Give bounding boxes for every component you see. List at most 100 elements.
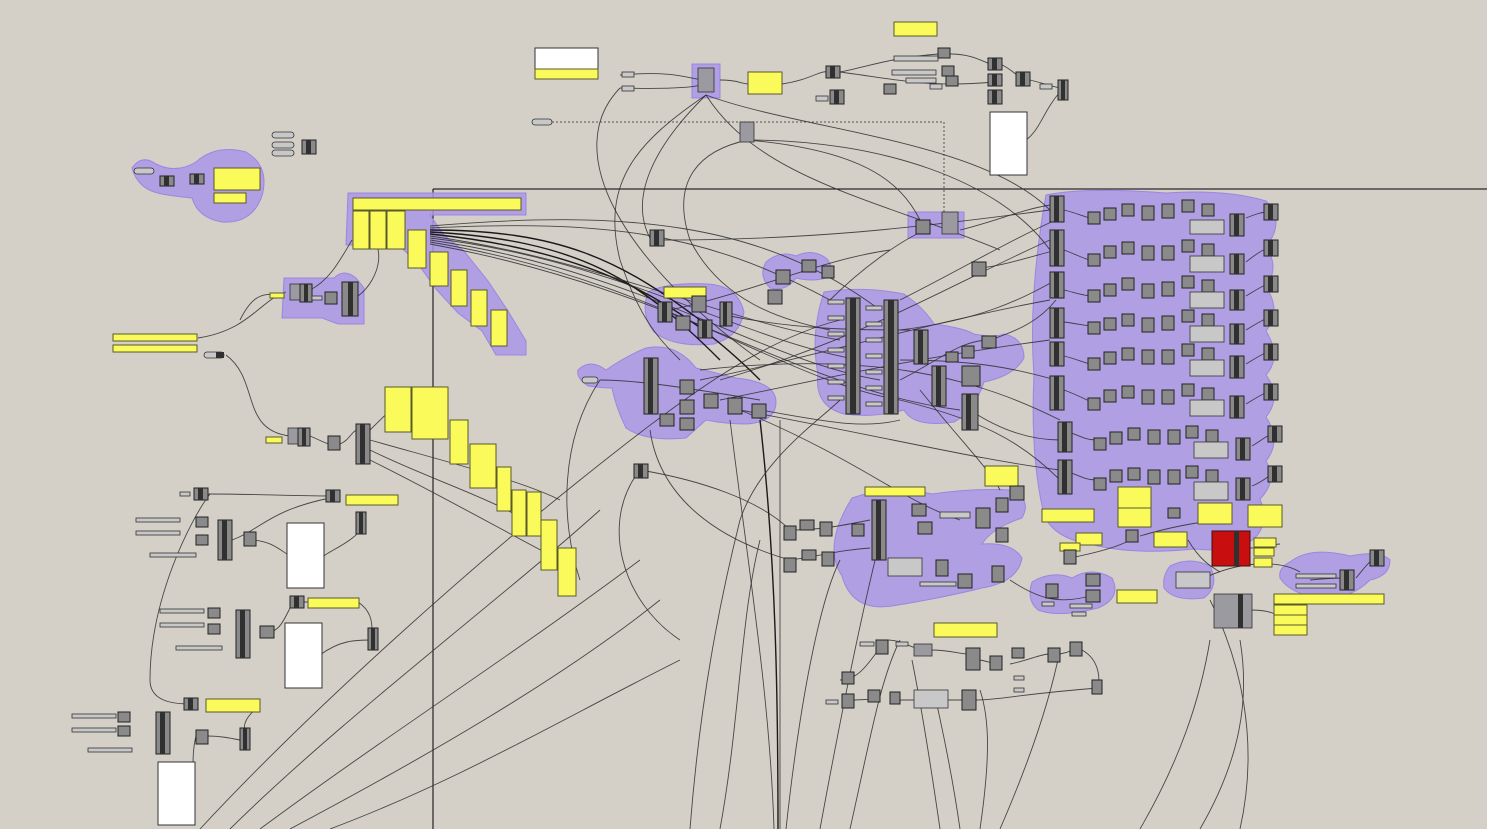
panel-node[interactable]	[470, 289, 488, 327]
component-node[interactable]	[875, 639, 889, 655]
comp-core-shape[interactable]	[1238, 594, 1243, 628]
panel-node[interactable]	[429, 251, 449, 287]
component-node[interactable]	[727, 397, 743, 415]
component-node[interactable]	[851, 523, 865, 537]
panel-node[interactable]	[407, 229, 427, 269]
panel-node[interactable]	[1153, 531, 1188, 548]
panel-node[interactable]	[411, 386, 449, 440]
slider-node[interactable]	[135, 530, 181, 536]
component-node[interactable]	[679, 417, 695, 431]
component-node[interactable]	[117, 711, 131, 723]
panel-node[interactable]	[449, 419, 469, 465]
comp-core-shape[interactable]	[654, 230, 659, 246]
panel-node[interactable]	[1041, 508, 1095, 523]
comp-shape[interactable]	[1103, 245, 1117, 259]
comp-core-shape[interactable]	[936, 366, 941, 406]
comp-core-shape[interactable]	[1240, 478, 1245, 500]
panel-node[interactable]	[1116, 589, 1158, 604]
matrix-row[interactable]	[1093, 465, 1283, 501]
slider-node[interactable]	[827, 315, 845, 321]
slider-node[interactable]	[939, 511, 971, 519]
component-node[interactable]	[195, 729, 209, 745]
right-matrix[interactable]	[1049, 195, 1283, 501]
slider-node[interactable]	[1069, 603, 1093, 609]
comp-core-shape[interactable]	[1240, 438, 1245, 460]
comp-shape[interactable]	[1201, 203, 1215, 217]
comp-shape[interactable]	[1141, 349, 1155, 365]
comp-shape[interactable]	[1087, 289, 1101, 303]
slider-node[interactable]	[71, 727, 117, 733]
left-lower-cluster[interactable]	[265, 386, 577, 597]
comp-core-shape[interactable]	[330, 490, 335, 502]
component-node[interactable]	[945, 351, 959, 363]
component-node[interactable]	[767, 289, 783, 305]
comp-core-shape[interactable]	[294, 596, 299, 608]
component-node[interactable]	[1011, 647, 1025, 659]
comp-core-shape[interactable]	[1344, 570, 1349, 590]
comp-shape[interactable]	[1185, 425, 1199, 439]
slider-node[interactable]	[271, 131, 295, 139]
slider-node[interactable]	[621, 71, 635, 78]
slider-node[interactable]	[1039, 83, 1053, 90]
comp-shape[interactable]	[1167, 429, 1181, 445]
component-node[interactable]	[821, 551, 835, 567]
comp-shape[interactable]	[1181, 309, 1195, 323]
panel-node[interactable]	[1273, 624, 1308, 636]
component-node[interactable]	[703, 393, 719, 409]
panel-node[interactable]	[747, 71, 783, 95]
slider-shape[interactable]	[1189, 291, 1225, 309]
panel-node[interactable]	[1253, 537, 1277, 548]
comp-shape[interactable]	[1103, 351, 1117, 365]
slider-shape[interactable]	[1189, 359, 1225, 377]
comp-core-shape[interactable]	[302, 428, 306, 446]
slider-node[interactable]	[271, 149, 295, 157]
comp-core-shape[interactable]	[1062, 460, 1067, 494]
component-node[interactable]	[821, 265, 835, 279]
comp-shape[interactable]	[1103, 207, 1117, 221]
slider-node[interactable]	[827, 299, 845, 305]
comp-core-shape[interactable]	[992, 58, 997, 70]
comp-core-shape[interactable]	[888, 300, 894, 414]
panel-node-white[interactable]	[534, 47, 599, 71]
panel-node[interactable]	[511, 489, 527, 537]
panel-node[interactable]	[1253, 547, 1275, 557]
component-node[interactable]	[883, 83, 897, 95]
comp-core-shape[interactable]	[1054, 342, 1059, 366]
comp-core-shape[interactable]	[876, 500, 881, 560]
slider-node[interactable]	[71, 713, 117, 719]
comp-core-shape[interactable]	[1062, 422, 1067, 452]
panel-node[interactable]	[352, 197, 522, 211]
comp-shape[interactable]	[1087, 321, 1101, 335]
comp-core-shape[interactable]	[648, 358, 653, 414]
comp-core-shape[interactable]	[966, 394, 971, 430]
comp-core-shape[interactable]	[702, 320, 707, 338]
component-node[interactable]	[207, 623, 221, 635]
slider-node[interactable]	[827, 363, 845, 369]
component-node[interactable]	[1167, 507, 1181, 519]
slider-node[interactable]	[175, 645, 223, 651]
component-node[interactable]	[935, 559, 949, 577]
panel-node[interactable]	[1273, 593, 1385, 605]
comp-core-shape[interactable]	[638, 464, 643, 478]
slider-node[interactable]	[1041, 601, 1055, 607]
slider-node[interactable]	[929, 83, 943, 90]
comp-core-shape[interactable]	[1054, 196, 1059, 222]
slider-node[interactable]	[531, 118, 553, 126]
panel-node[interactable]	[345, 494, 399, 506]
component-node[interactable]	[207, 607, 221, 619]
slider-node[interactable]	[891, 69, 937, 76]
component-node[interactable]	[965, 647, 981, 671]
component-node[interactable]	[697, 67, 715, 93]
panel-node-white[interactable]	[284, 622, 323, 689]
panel-node[interactable]	[557, 547, 577, 597]
comp-shape[interactable]	[1103, 317, 1117, 331]
panel-node[interactable]	[265, 436, 283, 444]
slider-node[interactable]	[827, 395, 845, 401]
comp-shape[interactable]	[1121, 277, 1135, 291]
comp-core-shape[interactable]	[164, 176, 169, 186]
comp-core-shape[interactable]	[1234, 356, 1239, 378]
bottom-left-blocks[interactable]	[71, 487, 399, 826]
comp-shape[interactable]	[1201, 387, 1215, 401]
comp-shape[interactable]	[1121, 241, 1135, 255]
comp-shape[interactable]	[1127, 467, 1141, 481]
